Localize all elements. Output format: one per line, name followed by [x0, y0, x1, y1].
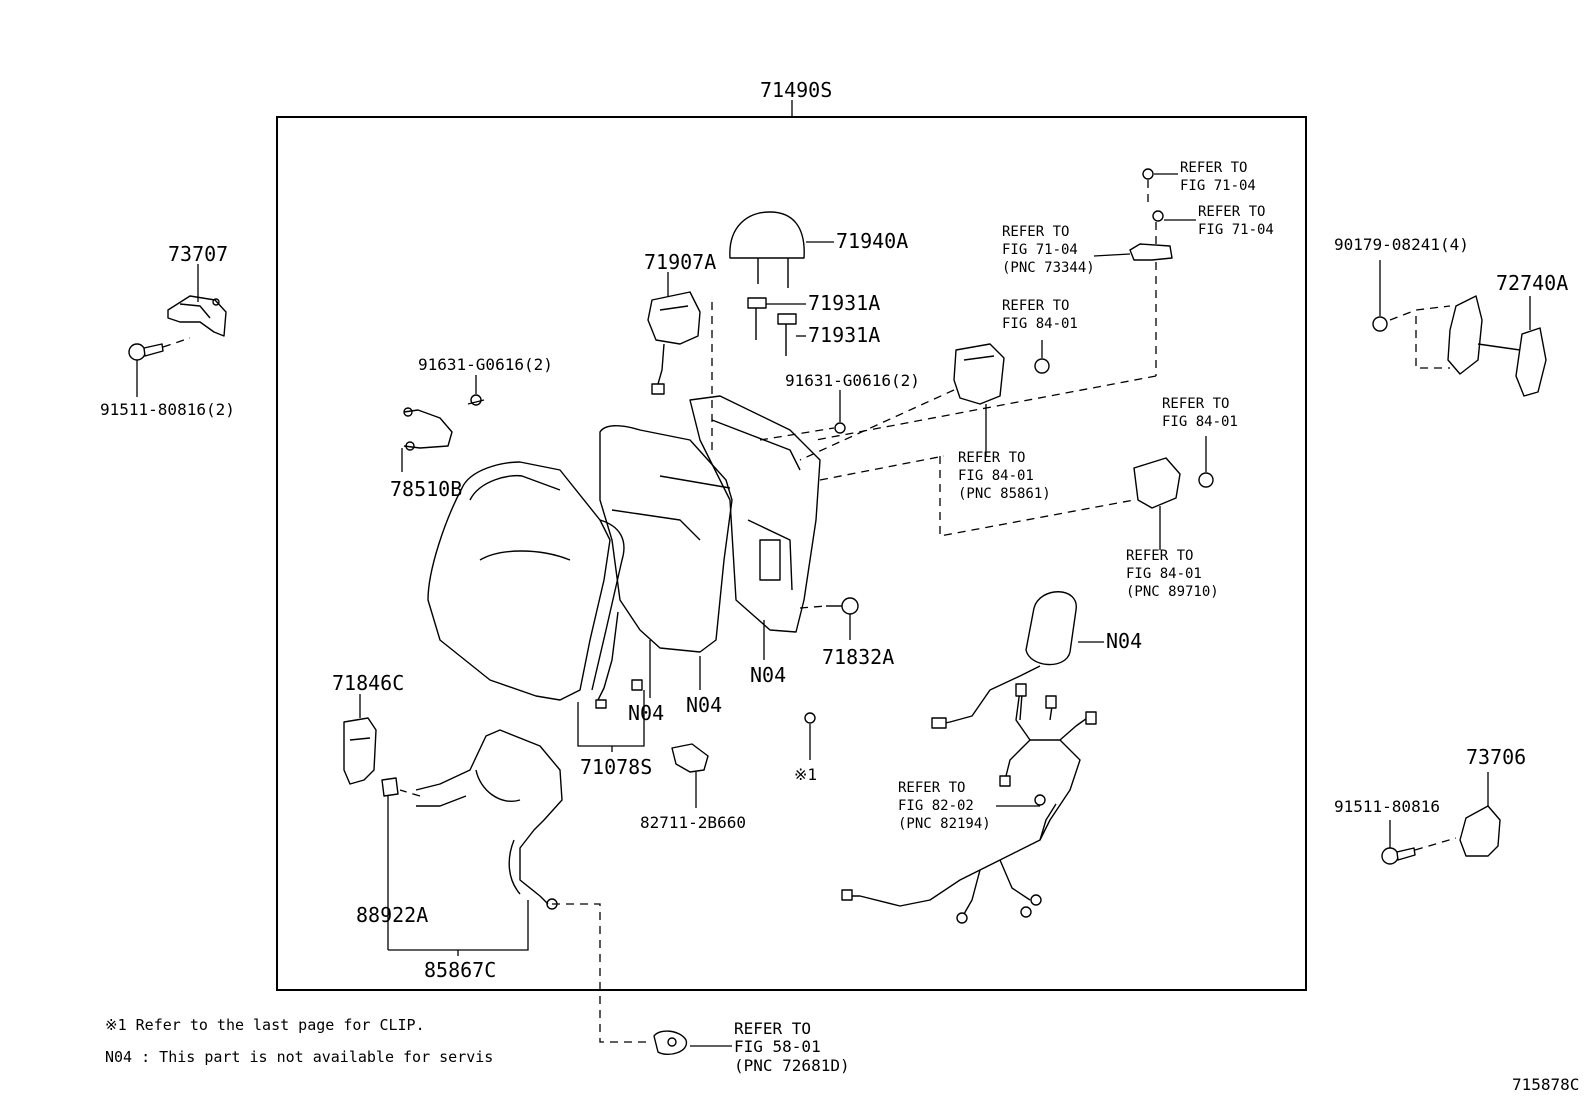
bracket-72740A-part: [1447, 295, 1547, 397]
refer9-line3[interactable]: (PNC 72681D): [734, 1056, 850, 1075]
clip-mark-part: [804, 712, 816, 724]
refer6-line2[interactable]: FIG 84-01: [1162, 414, 1238, 430]
refer9-line1[interactable]: REFER TO: [734, 1019, 811, 1038]
clip-91631-left-part: [467, 394, 485, 406]
note-n04: N04 : This part is not available for ser…: [105, 1048, 493, 1066]
callout-91511-80816-2[interactable]: 91511-80816(2): [100, 400, 235, 419]
module-85861-part: [953, 343, 1005, 405]
refer6-line1[interactable]: REFER TO: [1162, 396, 1229, 412]
callout-clip-mark[interactable]: ※1: [794, 765, 817, 784]
callout-N04-d[interactable]: N04: [1106, 629, 1142, 653]
bracket-73706-part: [1459, 805, 1501, 857]
callout-N04-c[interactable]: N04: [750, 663, 786, 687]
refer3-line1[interactable]: REFER TO: [1002, 224, 1069, 240]
nut-89710-part: [1198, 472, 1214, 488]
seatback-pad-part: [427, 461, 625, 701]
bolt-91511-part: [128, 343, 164, 361]
seatback-wire-part: [597, 611, 619, 701]
clip-91631-right-part: [834, 422, 846, 434]
callout-73706[interactable]: 73706: [1466, 745, 1526, 769]
refer5-line3[interactable]: (PNC 85861): [958, 486, 1051, 502]
wire-78510B-part: [403, 407, 453, 451]
callout-85867C[interactable]: 85867C: [424, 958, 496, 982]
callout-71846C[interactable]: 71846C: [332, 671, 404, 695]
wire-harness-82194-part: [841, 665, 1097, 924]
refer5-line1[interactable]: REFER TO: [958, 450, 1025, 466]
refer1-line1[interactable]: REFER TO: [1180, 160, 1247, 176]
callout-91631-g0616-right[interactable]: 91631-G0616(2): [785, 371, 920, 390]
duct-85867C-part: [415, 729, 563, 910]
headrest-support-1-part: [747, 297, 767, 340]
callout-78510B[interactable]: 78510B: [390, 477, 462, 501]
refer7-line2[interactable]: FIG 84-01: [1126, 566, 1202, 582]
headrest-support-2-part: [777, 313, 797, 356]
refer3-line2[interactable]: FIG 71-04: [1002, 242, 1078, 258]
refer4-line1[interactable]: REFER TO: [1002, 298, 1069, 314]
callout-N04-a[interactable]: N04: [628, 701, 664, 725]
callout-71940A[interactable]: 71940A: [836, 229, 908, 253]
bracket-73707-part: [167, 295, 227, 337]
refer3-line3[interactable]: (PNC 73344): [1002, 260, 1095, 276]
figure-id: 715878C: [1512, 1075, 1579, 1094]
assembly-label[interactable]: 71490S: [760, 78, 832, 102]
refer8-line2[interactable]: FIG 82-02: [898, 798, 974, 814]
callout-71832A[interactable]: 71832A: [822, 645, 894, 669]
callout-71931A-1[interactable]: 71931A: [808, 291, 880, 315]
callout-N04-b[interactable]: N04: [686, 693, 722, 717]
refer8-line1[interactable]: REFER TO: [898, 780, 965, 796]
callout-73707[interactable]: 73707: [168, 242, 228, 266]
refer4-line2[interactable]: FIG 84-01: [1002, 316, 1078, 332]
clip-88922A-part: [381, 777, 399, 797]
module-N04-part: [1025, 591, 1077, 666]
callout-71931A-2[interactable]: 71931A: [808, 323, 880, 347]
seatback-frame-part: [689, 395, 821, 633]
refer7-line3[interactable]: (PNC 89710): [1126, 584, 1219, 600]
callout-91631-g0616-left[interactable]: 91631-G0616(2): [418, 355, 553, 374]
refer7-line1[interactable]: REFER TO: [1126, 548, 1193, 564]
nut-85861-part: [1034, 358, 1050, 374]
callout-82711-2b660[interactable]: 82711-2B660: [640, 813, 746, 832]
headrest-71940A-part: [729, 211, 805, 288]
nut-90179-part: [1372, 316, 1388, 332]
screw-top-2-part: [1152, 210, 1164, 222]
module-89710-part: [1133, 457, 1181, 509]
callout-71078S[interactable]: 71078S: [580, 755, 652, 779]
refer1-line2[interactable]: FIG 71-04: [1180, 178, 1256, 194]
screw-top-1-part: [1142, 168, 1154, 180]
refer5-line2[interactable]: FIG 84-01: [958, 468, 1034, 484]
clip-71832A-part: [826, 597, 859, 615]
seatback-center-part: [599, 425, 733, 653]
callout-90179-08241[interactable]: 90179-08241(4): [1334, 235, 1469, 254]
callout-91511-80816[interactable]: 91511-80816: [1334, 797, 1440, 816]
callout-71907A[interactable]: 71907A: [644, 250, 716, 274]
callout-88922A[interactable]: 88922A: [356, 903, 428, 927]
refer2-line1[interactable]: REFER TO: [1198, 204, 1265, 220]
bracket-73344-part: [1129, 243, 1173, 261]
leader-72681D: [552, 903, 650, 1043]
lock-71907A-part: [647, 291, 701, 395]
refer8-line3[interactable]: (PNC 82194): [898, 816, 991, 832]
refer9-line2[interactable]: FIG 58-01: [734, 1037, 821, 1056]
cover-71846C-part: [343, 717, 377, 785]
note-clip: ※1 Refer to the last page for CLIP.: [105, 1016, 425, 1034]
refer2-line2[interactable]: FIG 71-04: [1198, 222, 1274, 238]
callout-72740A[interactable]: 72740A: [1496, 271, 1568, 295]
clip-72681D-part: [653, 1030, 688, 1056]
bolt-91511-80816-part: [1381, 847, 1416, 865]
clip-82711-part: [671, 743, 709, 773]
